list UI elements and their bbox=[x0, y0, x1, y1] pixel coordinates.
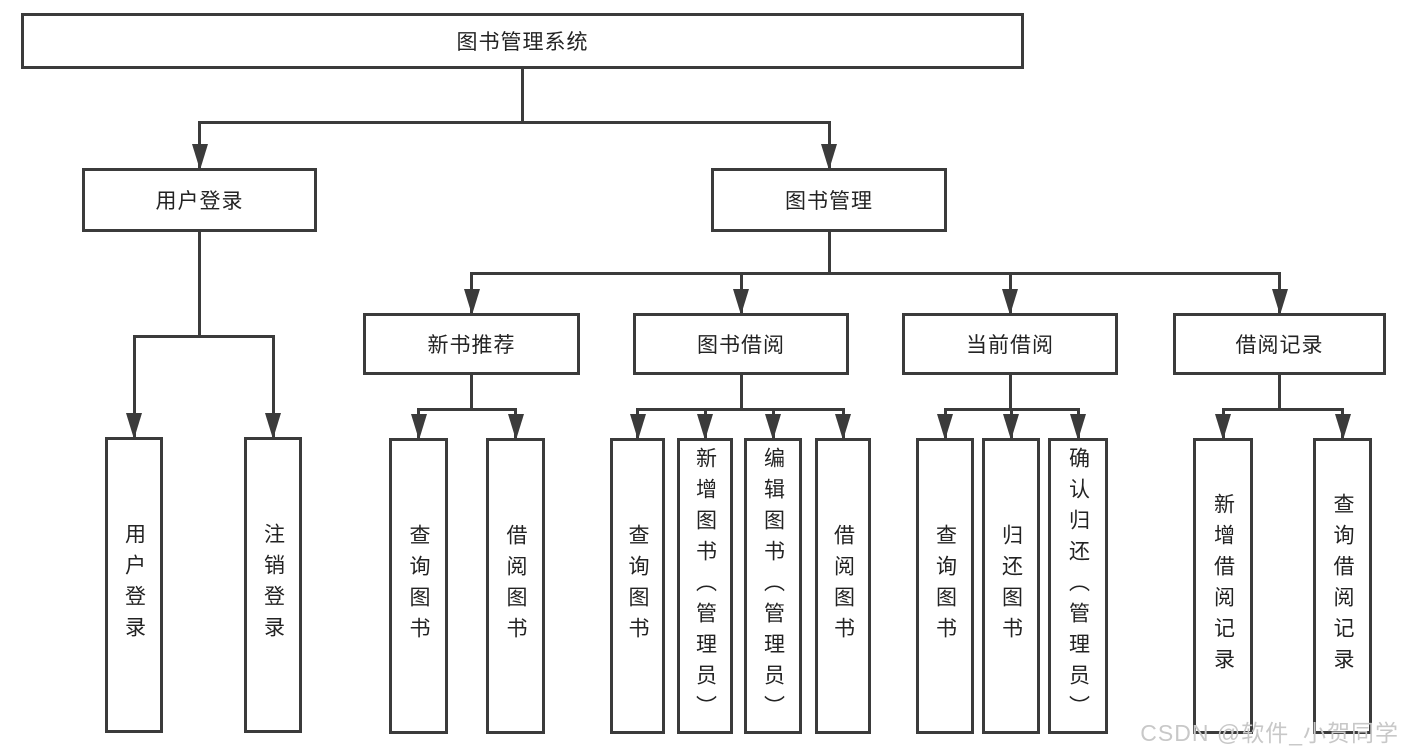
watermark: CSDN @软件_小贺同学 bbox=[1140, 720, 1399, 746]
node-leaf-query-book-cur: 查询图书 bbox=[916, 438, 974, 734]
node-leaf-return-book: 归还图书 bbox=[982, 438, 1040, 734]
connector-line bbox=[1008, 375, 1012, 411]
node-label: 查询图书 bbox=[626, 524, 649, 648]
arrow-down-icon bbox=[1002, 289, 1018, 315]
node-leaf-borrow-book: 借阅图书 bbox=[815, 438, 871, 734]
connector-line bbox=[132, 335, 136, 437]
node-leaf-edit-book: 编辑图书（管理员） bbox=[744, 438, 802, 734]
node-root: 图书管理系统 bbox=[21, 13, 1024, 69]
arrow-down-icon bbox=[835, 414, 851, 440]
node-label: 借阅图书 bbox=[504, 524, 527, 648]
node-leaf-query-borrow-record: 查询借阅记录 bbox=[1313, 438, 1372, 734]
node-label: 图书管理系统 bbox=[456, 31, 589, 54]
connector-line bbox=[1221, 408, 1344, 411]
connector-line bbox=[132, 335, 275, 338]
connector-line bbox=[636, 408, 845, 411]
node-label: 用户登录 bbox=[122, 523, 146, 647]
connector-line bbox=[470, 375, 473, 411]
connector-line bbox=[417, 408, 517, 411]
connector-line bbox=[271, 335, 275, 437]
arrow-down-icon bbox=[733, 289, 749, 315]
connector-line bbox=[521, 69, 524, 124]
arrow-down-icon bbox=[1215, 414, 1231, 440]
node-label: 用户登录 bbox=[155, 190, 244, 213]
node-leaf-add-borrow-record: 新增借阅记录 bbox=[1193, 438, 1253, 734]
arrow-down-icon bbox=[1070, 414, 1086, 440]
arrow-down-icon bbox=[821, 144, 837, 170]
node-label: 查询图书 bbox=[933, 524, 957, 648]
node-label: 确认归还（管理员） bbox=[1066, 446, 1090, 726]
node-leaf-confirm-return: 确认归还（管理员） bbox=[1048, 438, 1108, 734]
connector-line bbox=[470, 272, 1281, 275]
node-label: 新增图书（管理员） bbox=[693, 446, 717, 726]
connector-line bbox=[198, 121, 831, 124]
arrow-down-icon bbox=[697, 414, 713, 440]
arrow-down-icon bbox=[463, 289, 480, 315]
node-leaf-query-book-rec: 查询图书 bbox=[389, 438, 448, 734]
arrow-down-icon bbox=[1003, 414, 1019, 440]
arrow-down-icon bbox=[126, 413, 142, 439]
node-label: 新书推荐 bbox=[427, 334, 516, 357]
node-current-borrow: 当前借阅 bbox=[902, 313, 1118, 375]
node-leaf-add-book: 新增图书（管理员） bbox=[677, 438, 733, 734]
arrow-down-icon bbox=[265, 413, 281, 439]
node-leaf-user-login: 用户登录 bbox=[105, 437, 163, 733]
node-leaf-logout: 注销登录 bbox=[244, 437, 302, 733]
node-label: 归还图书 bbox=[999, 524, 1023, 648]
node-label: 查询借阅记录 bbox=[1331, 493, 1354, 679]
node-label: 图书管理 bbox=[785, 190, 873, 213]
arrow-down-icon bbox=[1271, 289, 1288, 315]
arrow-down-icon bbox=[507, 414, 524, 440]
node-borrow-records: 借阅记录 bbox=[1173, 313, 1386, 375]
node-label: 当前借阅 bbox=[966, 334, 1054, 357]
connector-line bbox=[739, 375, 743, 411]
connector-line bbox=[827, 232, 831, 275]
arrow-down-icon bbox=[191, 144, 208, 170]
node-label: 注销登录 bbox=[261, 523, 285, 647]
node-book-borrow: 图书借阅 bbox=[633, 313, 849, 375]
node-label: 新增借阅记录 bbox=[1211, 493, 1235, 679]
connector-line bbox=[1278, 375, 1281, 411]
arrow-down-icon bbox=[629, 414, 646, 440]
node-leaf-borrow-book-rec: 借阅图书 bbox=[486, 438, 545, 734]
node-label: 借阅记录 bbox=[1235, 334, 1324, 357]
node-label: 借阅图书 bbox=[831, 524, 855, 648]
node-new-book-rec: 新书推荐 bbox=[363, 313, 580, 375]
node-label: 图书借阅 bbox=[697, 334, 785, 357]
node-label: 编辑图书（管理员） bbox=[761, 446, 785, 726]
arrow-down-icon bbox=[1334, 414, 1351, 440]
node-user-login: 用户登录 bbox=[82, 168, 317, 232]
arrow-down-icon bbox=[410, 414, 427, 440]
node-label: 查询图书 bbox=[407, 524, 430, 648]
arrow-down-icon bbox=[765, 414, 781, 440]
node-leaf-query-book-borrow: 查询图书 bbox=[610, 438, 665, 734]
node-book-mgmt: 图书管理 bbox=[711, 168, 947, 232]
arrow-down-icon bbox=[937, 414, 953, 440]
connector-line bbox=[198, 232, 201, 338]
